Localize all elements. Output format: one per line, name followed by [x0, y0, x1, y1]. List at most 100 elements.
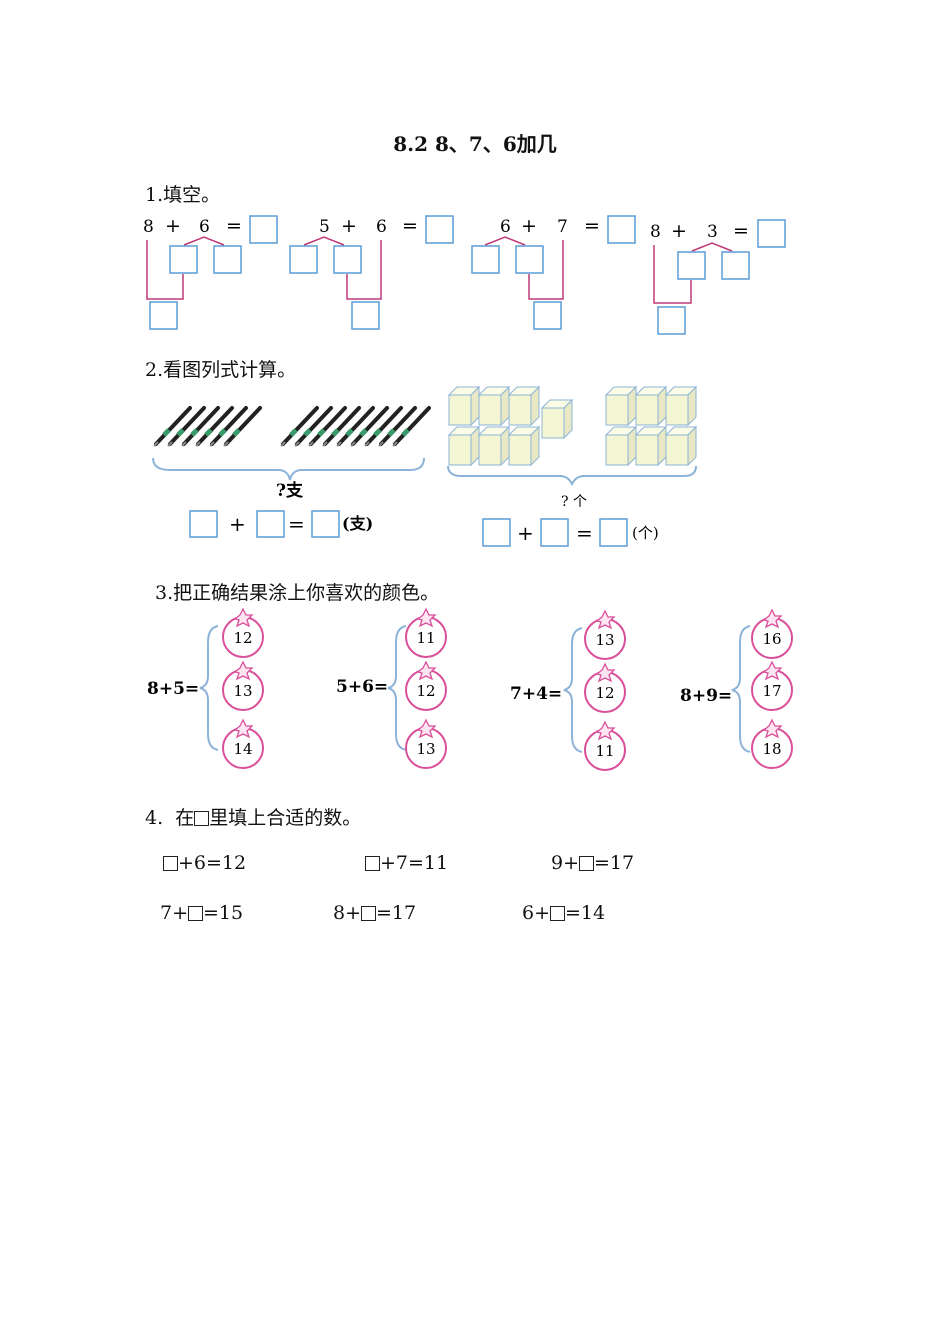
answer-box[interactable] — [249, 215, 278, 244]
q3-g3-expr: 7+4= — [510, 684, 562, 704]
split-box[interactable] — [471, 245, 500, 274]
sum-box[interactable] — [351, 301, 380, 330]
q3-g1-opt-3[interactable]: 14 — [233, 740, 252, 758]
q2-left-eq: = — [288, 512, 305, 536]
answer-box[interactable] — [599, 518, 628, 547]
brace-right — [447, 465, 697, 487]
brace — [731, 625, 751, 753]
q3-heading: 3.把正确结果涂上你喜欢的颜色。 — [155, 582, 440, 604]
q1-p2-op: + — [341, 215, 357, 237]
q1-p4-a: 8 — [650, 222, 661, 242]
q3-g2-opt-2[interactable]: 12 — [416, 682, 435, 700]
split-box[interactable] — [333, 245, 362, 274]
q3-g2-expr: 5+6= — [336, 677, 388, 697]
answer-box[interactable] — [757, 219, 786, 248]
q4-r1-item-2: +7=11 — [365, 852, 448, 874]
q2-right-plus: + — [517, 521, 534, 545]
q1-problem-4: 8 + 3 = — [650, 219, 786, 335]
q4-heading-pre: 在 — [175, 807, 195, 829]
cubes-group-1 — [448, 386, 573, 466]
q1-p2-eq: = — [402, 215, 418, 237]
q3-g3-opt-1[interactable]: 13 — [595, 631, 614, 649]
blank-box[interactable] — [361, 906, 377, 921]
blank-box[interactable] — [550, 906, 566, 921]
sum-box[interactable] — [533, 301, 562, 330]
split-box[interactable] — [677, 251, 706, 280]
q4-r2-item-2: 8+=17 — [333, 902, 417, 924]
q3-g4-opt-2[interactable]: 17 — [762, 682, 781, 700]
q4-r1-item-3: 9+=17 — [551, 852, 635, 874]
answer-box[interactable] — [256, 510, 285, 538]
q1-p3-a: 6 — [500, 217, 511, 237]
blank-box[interactable] — [365, 856, 380, 871]
q2-right-unit: (个) — [632, 524, 659, 542]
q1-p2-a: 5 — [319, 217, 330, 237]
q3-g2-opt-1[interactable]: 11 — [416, 629, 435, 647]
q4-r2-item-3: 6+=14 — [522, 902, 606, 924]
brace — [199, 625, 219, 751]
q3-g3-opt-3[interactable]: 11 — [595, 742, 614, 760]
brace — [387, 625, 407, 751]
q2-diagrams: ?支 + = (支) ? 个 + = (个) — [0, 386, 697, 547]
q1-p1-op: + — [165, 215, 181, 237]
q2-heading: 2.看图列式计算。 — [145, 359, 297, 381]
blank-box[interactable] — [188, 906, 204, 921]
brace-left — [152, 457, 425, 481]
q3-g4-expr: 8+9= — [680, 686, 732, 706]
split-box[interactable] — [169, 245, 198, 274]
q3-diagrams: 8+5= 12 13 14 5+6= 11 12 13 7+4= 13 12 1… — [147, 608, 793, 771]
answer-box[interactable] — [540, 518, 569, 547]
q1-p3-b: 7 — [557, 217, 568, 237]
q4-heading-num: 4. — [145, 807, 164, 829]
pens-group-1 — [154, 408, 260, 446]
sum-box[interactable] — [657, 306, 686, 335]
q2-left-plus: + — [229, 512, 246, 536]
q1-p1-b: 6 — [199, 217, 210, 237]
split-box[interactable] — [213, 245, 242, 274]
q1-problem-2: 5 + 6 = — [289, 215, 454, 330]
q3-group-4: 8+9= 16 17 18 — [680, 609, 793, 769]
q3-g4-opt-3[interactable]: 18 — [762, 740, 781, 758]
q1-p1-a: 8 — [143, 217, 154, 237]
q3-g1-opt-2[interactable]: 13 — [233, 682, 252, 700]
q1-p3-eq: = — [584, 215, 600, 237]
sum-box[interactable] — [149, 301, 178, 330]
q3-g1-expr: 8+5= — [147, 679, 199, 699]
q3-group-2: 5+6= 11 12 13 — [336, 608, 447, 769]
q3-g2-opt-3[interactable]: 13 — [416, 740, 435, 758]
q4-heading-post: 里填上合适的数。 — [209, 807, 362, 829]
q2-left-unit: (支) — [342, 514, 373, 533]
q3-g1-opt-1[interactable]: 12 — [233, 629, 252, 647]
q1-p4-op: + — [671, 220, 687, 242]
q1-p4-eq: = — [733, 220, 749, 242]
answer-box[interactable] — [311, 510, 340, 538]
pens-group-2 — [281, 408, 429, 446]
brace — [563, 627, 583, 753]
answer-box[interactable] — [425, 215, 454, 244]
split-box[interactable] — [289, 245, 318, 274]
blank-box[interactable] — [579, 856, 595, 871]
q1-problem-1: 8 + 6 = — [143, 215, 278, 330]
answer-box[interactable] — [482, 518, 511, 547]
cubes-group-2 — [605, 386, 697, 466]
q3-group-1: 8+5= 12 13 14 — [147, 608, 264, 769]
q2-right-eq: = — [576, 521, 593, 545]
q2-left-total: ?支 — [276, 480, 304, 501]
split-box[interactable] — [721, 251, 750, 280]
q3-g3-opt-2[interactable]: 12 — [595, 684, 614, 702]
q1-p3-op: + — [521, 215, 537, 237]
answer-box[interactable] — [607, 215, 636, 244]
blank-box[interactable] — [163, 856, 178, 871]
q1-heading: 1.填空。 — [145, 184, 221, 206]
q4-r1-item-1: +6=12 — [163, 852, 246, 874]
q3-g4-opt-1[interactable]: 16 — [762, 630, 781, 648]
q4-r2-item-1: 7+=15 — [160, 902, 244, 924]
q1-p2-b: 6 — [376, 217, 387, 237]
q4-heading: 4. 在里填上合适的数。 — [145, 803, 361, 830]
answer-box[interactable] — [189, 510, 218, 538]
q1-problem-3: 6 + 7 = — [471, 215, 636, 330]
q1-p4-b: 3 — [707, 222, 718, 242]
split-box[interactable] — [515, 245, 544, 274]
q1-diagrams: 8 + 6 = 5 + 6 = 6 + 7 = 8 + — [143, 215, 786, 335]
q2-right-total: ? 个 — [561, 494, 587, 510]
